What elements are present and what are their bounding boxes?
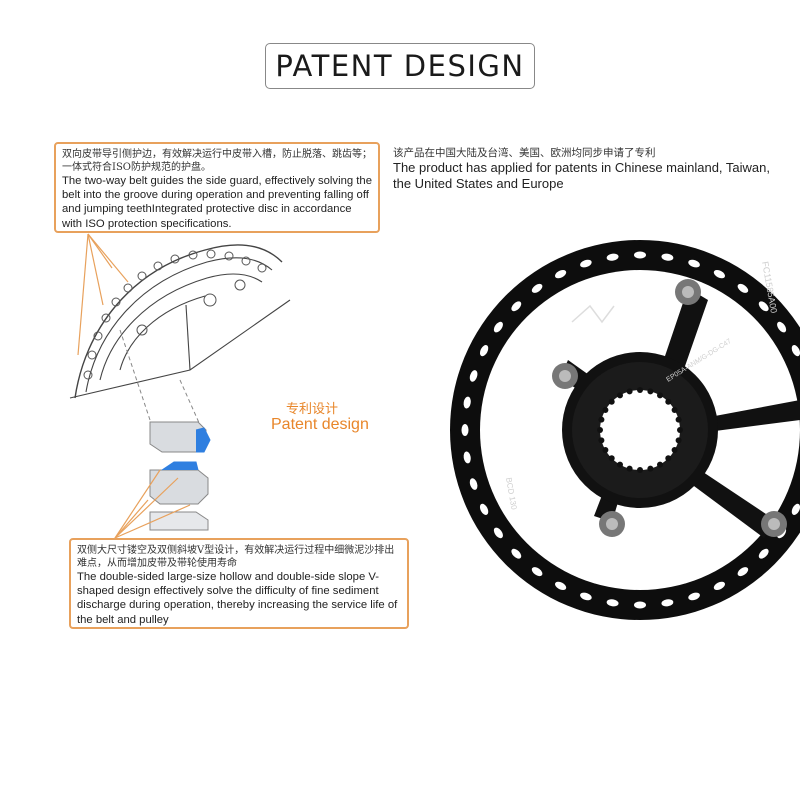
- ring-hole: [580, 592, 592, 601]
- page-title: PATENT DESIGN: [265, 43, 535, 89]
- ring-hole: [688, 592, 700, 601]
- callout-belt-guide: 双向皮带导引侧护边，有效解决运行中皮带入槽，防止脱落、跳齿等；一体式符合ISO防…: [54, 142, 380, 233]
- patent-note: 该产品在中国大陆及台湾、美国、欧洲均同步申请了专利 The product ha…: [393, 146, 773, 192]
- brand-logo: [571, 304, 615, 324]
- ring-hole: [461, 424, 469, 436]
- spline-tooth: [675, 416, 682, 423]
- spline-tooth: [617, 461, 623, 468]
- ring-hole: [661, 253, 674, 261]
- callout-v-groove: 双侧大尺寸镂空及双侧斜坡V型设计，有效解决运行过程中细微泥沙排出难点，从而增加皮…: [69, 538, 409, 629]
- ring-hole: [531, 567, 543, 577]
- ring-hole: [634, 251, 646, 259]
- spline-tooth: [637, 467, 643, 473]
- spline-tooth: [626, 388, 633, 395]
- ring-hole: [606, 599, 619, 607]
- spline-tooth: [677, 427, 683, 433]
- ring-hole: [713, 269, 725, 279]
- sprocket-bolts: [552, 279, 787, 537]
- ring-hole: [737, 567, 749, 577]
- ring-hole: [713, 581, 725, 591]
- spline-tooth: [665, 455, 672, 462]
- ring-hole: [606, 253, 619, 261]
- ring-hole: [469, 478, 478, 490]
- callout-v-groove-zh: 双侧大尺寸镂空及双侧斜坡V型设计，有效解决运行过程中细微泥沙排出难点，从而增加皮…: [77, 545, 395, 569]
- ring-hole: [479, 503, 489, 515]
- sprocket-spline-bore: [600, 390, 680, 470]
- ring-hole: [463, 451, 471, 464]
- patent-note-zh: 该产品在中国大陆及台湾、美国、欧洲均同步申请了专利: [393, 147, 656, 159]
- patent-label-en: Patent design: [271, 416, 369, 433]
- ring-hole: [555, 269, 567, 279]
- spline-tooth: [665, 398, 672, 405]
- spline-tooth: [602, 407, 609, 413]
- sprocket-ring-holes: [461, 251, 800, 609]
- ring-hole: [661, 599, 674, 607]
- spline-tooth: [626, 465, 633, 472]
- patent-label-zh: 专利设计: [286, 402, 339, 417]
- callout-belt-guide-en: The two-way belt guides the side guard, …: [62, 175, 373, 230]
- ring-hole: [791, 503, 800, 515]
- spline-tooth: [647, 388, 654, 395]
- spline-tooth: [657, 461, 663, 468]
- ring-hole: [737, 283, 749, 293]
- spline-tooth: [671, 407, 678, 413]
- ring-hole: [511, 301, 522, 312]
- ring-hole: [469, 370, 478, 382]
- ring-hole: [791, 345, 800, 357]
- ring-hole: [777, 321, 787, 333]
- spline-tooth: [637, 387, 643, 393]
- spline-tooth: [598, 437, 605, 444]
- ring-hole: [758, 301, 769, 312]
- ring-hole: [511, 548, 522, 559]
- ring-hole: [758, 548, 769, 559]
- spline-tooth: [657, 392, 663, 399]
- callout-belt-guide-zh: 双向皮带导引侧护边，有效解决运行中皮带入槽，防止脱落、跳齿等；一体式符合ISO防…: [62, 149, 372, 173]
- spline-tooth: [671, 447, 678, 453]
- spline-tooth: [647, 465, 654, 472]
- ring-hole: [634, 601, 646, 609]
- ring-hole: [479, 345, 489, 357]
- ring-hole: [688, 259, 700, 268]
- ring-hole: [580, 259, 592, 268]
- spline-tooth: [617, 392, 623, 399]
- patent-note-en: The product has applied for patents in C…: [393, 160, 770, 191]
- spline-tooth: [608, 455, 615, 462]
- ring-hole: [531, 283, 543, 293]
- ring-hole: [555, 581, 567, 591]
- spline-tooth: [602, 447, 609, 453]
- spline-tooth: [598, 416, 605, 423]
- ring-hole: [463, 396, 471, 409]
- spline-tooth: [597, 427, 603, 433]
- callout-v-groove-en: The double-sided large-size hollow and d…: [77, 571, 398, 626]
- spline-tooth: [608, 398, 615, 405]
- spline-tooth: [675, 437, 682, 444]
- ring-hole: [493, 527, 503, 539]
- ring-hole: [493, 321, 503, 333]
